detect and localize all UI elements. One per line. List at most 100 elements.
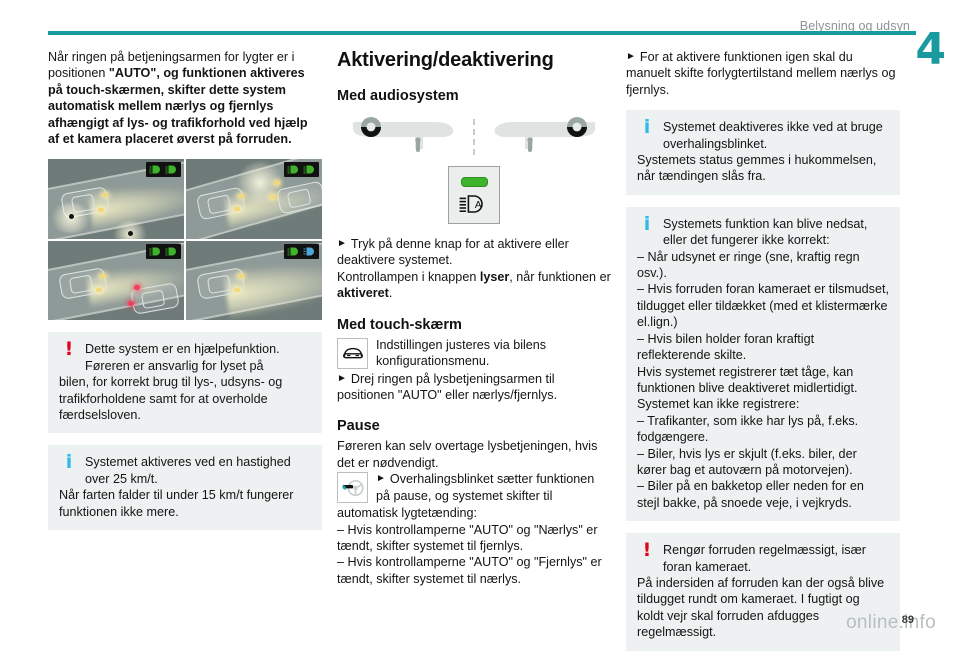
warning-line-2: Føreren er ansvarlig for lyset på <box>85 358 264 373</box>
watermark: online.info <box>846 612 936 633</box>
info-line-1: Systemet aktiveres ved en hastighed <box>85 455 291 470</box>
green-lowbeam-icon <box>165 247 176 256</box>
info2-para-1: Hvis systemet registrerer tæt tåge, kan … <box>637 364 858 395</box>
figure-divider <box>473 119 475 155</box>
green-lowbeam-icon <box>149 247 160 256</box>
indicator-badge <box>146 243 181 259</box>
right-hand-drive-dashboard-icon <box>494 117 596 152</box>
warning-note: ! Dette system er en hjælpefunktion. Før… <box>48 332 322 434</box>
reactivate-step: ►For at aktivere funktionen igen skal du… <box>626 49 900 98</box>
page-number: 89 <box>901 614 914 626</box>
info-note: i Systemet aktiveres ved en hastighed ov… <box>48 445 322 531</box>
blue-highbeam-icon <box>303 247 314 256</box>
pause-step-label: Overhalingsblinket sætter funktionen på … <box>376 472 595 503</box>
info-icon: i <box>643 116 651 139</box>
page-title: Aktivering/deaktivering <box>337 49 554 71</box>
pause-step-block: ►Overhalingsblinket sætter funktionen på… <box>337 471 611 505</box>
car-front-glyph <box>342 348 363 359</box>
touchscreen-setting-text: Indstillingen justeres via bilens konfig… <box>376 337 547 369</box>
pause-continuation: automatisk lygtetænding: <box>337 506 478 521</box>
subheading-touchscreen: Med touch-skærm <box>337 316 462 333</box>
info-line-2: over 25 km/t. <box>85 471 158 486</box>
oncoming-headlight-left <box>274 181 280 186</box>
auto-headlamp-symbol-icon: A <box>459 194 483 213</box>
warning2-line-1: Rengør forruden regelmæssigt, især <box>663 543 866 558</box>
pause-bullet-1: – Hvis kontrollamperne "AUTO" og "Nærlys… <box>337 522 598 554</box>
auto-high-beam-button[interactable]: A <box>448 166 500 224</box>
info2-bullet-4: – Trafikanter, som ikke har lys på, f.ek… <box>637 413 859 445</box>
button-led-indicator <box>460 176 488 187</box>
info1-line-2: overhalingsblinket. <box>663 136 768 151</box>
illustration-panel-4 <box>186 240 322 321</box>
step-arrow-icon: ► <box>376 473 386 485</box>
illustration-panel-3 <box>48 240 184 321</box>
steering-wheel-stalk-glyph <box>342 479 364 496</box>
audio-indicator-text: Kontrollampen i knappen lyser, når funkt… <box>337 269 611 302</box>
info2-bullet-3: – Hvis bilen holder foran kraftigt refle… <box>637 331 815 363</box>
indicator-badge <box>284 243 319 259</box>
car-front-icon <box>337 337 368 369</box>
street-lamp-dot-1 <box>69 214 74 220</box>
headlight-left <box>238 194 244 199</box>
info2-line-2: eller det fungerer ikke korrekt: <box>663 233 830 248</box>
pause-intro: Føreren kan selv overtage lysbetjeningen… <box>337 439 598 470</box>
oncoming-headlight-right <box>270 195 276 200</box>
step-arrow-icon: ► <box>626 51 636 62</box>
left-hand-drive-dashboard-icon <box>352 117 454 152</box>
steering-wheel-stalk-icon <box>337 472 368 504</box>
headlight-left <box>238 273 244 278</box>
audio-step-text: Tryk på denne knap for at aktivere eller… <box>337 237 569 268</box>
step-arrow-icon: ► <box>337 372 347 384</box>
headlight-right <box>234 207 240 212</box>
indicator-badge <box>284 162 319 178</box>
pause-step-text: ►Overhalingsblinket sætter funktionen på… <box>337 471 611 504</box>
headlight-right <box>98 208 104 213</box>
night-driving-illustration <box>48 159 322 321</box>
subheading-pause: Pause <box>337 418 380 435</box>
info1-body: Systemets status gemmes i hukommelsen, n… <box>637 153 877 184</box>
audio-text-bold-lyser: lyser <box>479 269 510 284</box>
info-icon: i <box>643 212 651 235</box>
info2-bullet-2: – Hvis forruden foran kameraet er tilsmu… <box>637 282 889 330</box>
info2-bullet-6: – Biler på en bakketop eller neden for e… <box>637 479 864 510</box>
info1-line-1: Systemet deaktiveres ikke ved at bruge <box>663 120 883 135</box>
info-icon: i <box>65 451 73 474</box>
pause-bullet-2: – Hvis kontrollamperne "AUTO" og "Fjernl… <box>337 555 602 586</box>
headlight-right <box>96 287 102 292</box>
headlight-right <box>234 287 240 292</box>
svg-text:A: A <box>475 200 482 211</box>
audio-text-b: , når funktionen er <box>509 269 611 284</box>
step-arrow-icon: ► <box>337 238 347 249</box>
dashboard-variants-figure <box>337 114 611 160</box>
info-body: Når farten falder til under 15 km/t fung… <box>59 488 294 519</box>
column-right: ►For at aktivere funktionen igen skal du… <box>626 49 900 651</box>
green-lowbeam-icon <box>287 247 298 256</box>
touchscreen-step: ►Drej ringen på lysbetjeningsarmen til p… <box>337 371 611 404</box>
headlight-left <box>100 273 106 278</box>
warning-body: bilen, for korrekt brug til lys-, udsyns… <box>59 375 283 423</box>
lead-car-taillight-left <box>134 284 140 290</box>
reactivate-step-text: For at aktivere funktionen igen skal du … <box>626 50 896 97</box>
info2-bullet-5: – Biler, hvis lys er skjult (f.eks. bile… <box>637 446 857 477</box>
audio-text-bold-aktiveret: aktiveret <box>337 286 389 301</box>
warning-icon: ! <box>642 539 652 562</box>
intro-plain: Når ringen på betjeningsarmen for lygter… <box>48 50 295 81</box>
column-left: Når ringen på betjeningsarmen for lygter… <box>48 49 322 531</box>
warning-icon: ! <box>64 338 74 361</box>
chapter-number: 4 <box>915 24 946 75</box>
touchscreen-step-text: Drej ringen på lysbetjeningsarmen til po… <box>337 371 558 403</box>
intro-paragraph: Når ringen på betjeningsarmen for lygter… <box>48 49 322 147</box>
green-lowbeam-icon <box>149 165 160 174</box>
subheading-audio: Med audiosystem <box>337 88 459 104</box>
info2-line-1: Systemets funktion kan blive nedsat, <box>663 216 868 231</box>
green-lowbeam-icon <box>287 165 298 174</box>
warning-line-1: Dette system er en hjælpefunktion. <box>85 342 280 357</box>
headlight-left <box>102 193 108 198</box>
info-note-limitations: i Systemets funktion kan blive nedsat, e… <box>626 206 900 522</box>
section-title: Belysning og udsyn <box>799 19 910 33</box>
lead-car-taillight-right <box>128 300 134 306</box>
illustration-panel-2 <box>186 159 322 239</box>
warning-note-windscreen: ! Rengør forruden regelmæssigt, især for… <box>626 533 900 651</box>
intro-bold: og funktionen aktiveres på touch-skærmen… <box>48 66 308 147</box>
